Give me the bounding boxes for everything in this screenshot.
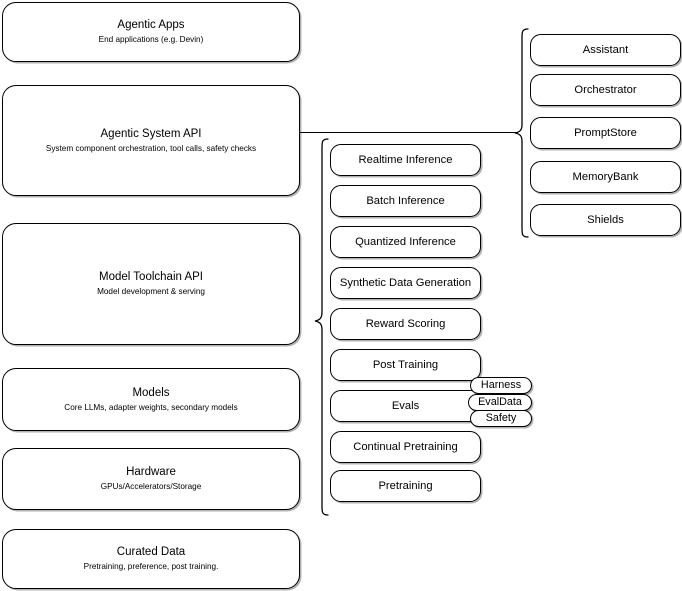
badge-evaldata[interactable]: EvalData	[468, 394, 532, 411]
capability-post-training[interactable]: Post Training	[330, 349, 481, 381]
layer-title: Model Toolchain API	[99, 271, 203, 283]
component-memorybank[interactable]: MemoryBank	[530, 161, 681, 193]
capability-quantized-inference[interactable]: Quantized Inference	[330, 226, 481, 258]
capability-reward-scoring[interactable]: Reward Scoring	[330, 308, 481, 340]
layer-title: Agentic Apps	[117, 19, 185, 31]
layer-subtitle: Pretraining, preference, post training.	[83, 562, 219, 571]
connector-agentic-system-to-components	[300, 132, 518, 134]
capability-label: Evals	[391, 400, 420, 412]
layer-curated-data[interactable]: Curated Data Pretraining, preference, po…	[2, 529, 300, 589]
capability-label: Continual Pretraining	[353, 441, 458, 453]
component-label: PromptStore	[574, 127, 637, 139]
badge-safety[interactable]: Safety	[470, 410, 532, 427]
capability-continual-pretraining[interactable]: Continual Pretraining	[330, 431, 481, 463]
layer-subtitle: End applications (e.g. Devin)	[98, 35, 204, 44]
layer-agentic-system-api[interactable]: Agentic System API System component orch…	[2, 85, 300, 196]
capability-evals[interactable]: Evals	[330, 390, 481, 422]
brace-agentic-system-components	[514, 28, 530, 238]
component-shields[interactable]: Shields	[530, 204, 681, 236]
capability-label: Post Training	[372, 359, 439, 371]
capability-label: Pretraining	[378, 480, 433, 492]
layer-title: Models	[132, 386, 170, 399]
layer-title: Curated Data	[116, 546, 186, 558]
layer-title: Hardware	[126, 466, 176, 478]
layer-hardware[interactable]: Hardware GPUs/Accelerators/Storage	[2, 448, 300, 510]
component-label: Shields	[587, 214, 624, 226]
component-orchestrator[interactable]: Orchestrator	[530, 74, 681, 106]
component-label: Assistant	[582, 44, 629, 56]
layer-subtitle: Core LLMs, adapter weights, secondary mo…	[64, 402, 238, 412]
layer-models[interactable]: Models Core LLMs, adapter weights, secon…	[2, 368, 300, 431]
layer-agentic-apps[interactable]: Agentic Apps End applications (e.g. Devi…	[2, 2, 300, 62]
capability-batch-inference[interactable]: Batch Inference	[330, 185, 481, 217]
layer-title: Agentic System API	[100, 127, 202, 140]
badge-harness[interactable]: Harness	[470, 377, 532, 394]
component-assistant[interactable]: Assistant	[530, 34, 681, 66]
layer-subtitle: System component orchestration, tool cal…	[45, 143, 257, 153]
layer-subtitle: Model development & serving	[97, 287, 205, 296]
component-label: Orchestrator	[574, 84, 637, 96]
brace-model-toolchain-capabilities	[314, 138, 330, 516]
capability-label: Synthetic Data Generation	[339, 277, 472, 289]
component-label: MemoryBank	[572, 171, 639, 183]
capability-label: Quantized Inference	[355, 236, 456, 248]
layer-model-toolchain-api[interactable]: Model Toolchain API Model development & …	[2, 223, 300, 345]
capability-label: Reward Scoring	[365, 318, 446, 330]
capability-label: Realtime Inference	[358, 154, 453, 166]
component-promptstore[interactable]: PromptStore	[530, 117, 681, 149]
capability-pretraining[interactable]: Pretraining	[330, 470, 481, 502]
capability-realtime-inference[interactable]: Realtime Inference	[330, 144, 481, 176]
layer-subtitle: GPUs/Accelerators/Storage	[100, 482, 202, 491]
capability-label: Batch Inference	[366, 195, 445, 207]
capability-synthetic-data-generation[interactable]: Synthetic Data Generation	[330, 267, 481, 299]
